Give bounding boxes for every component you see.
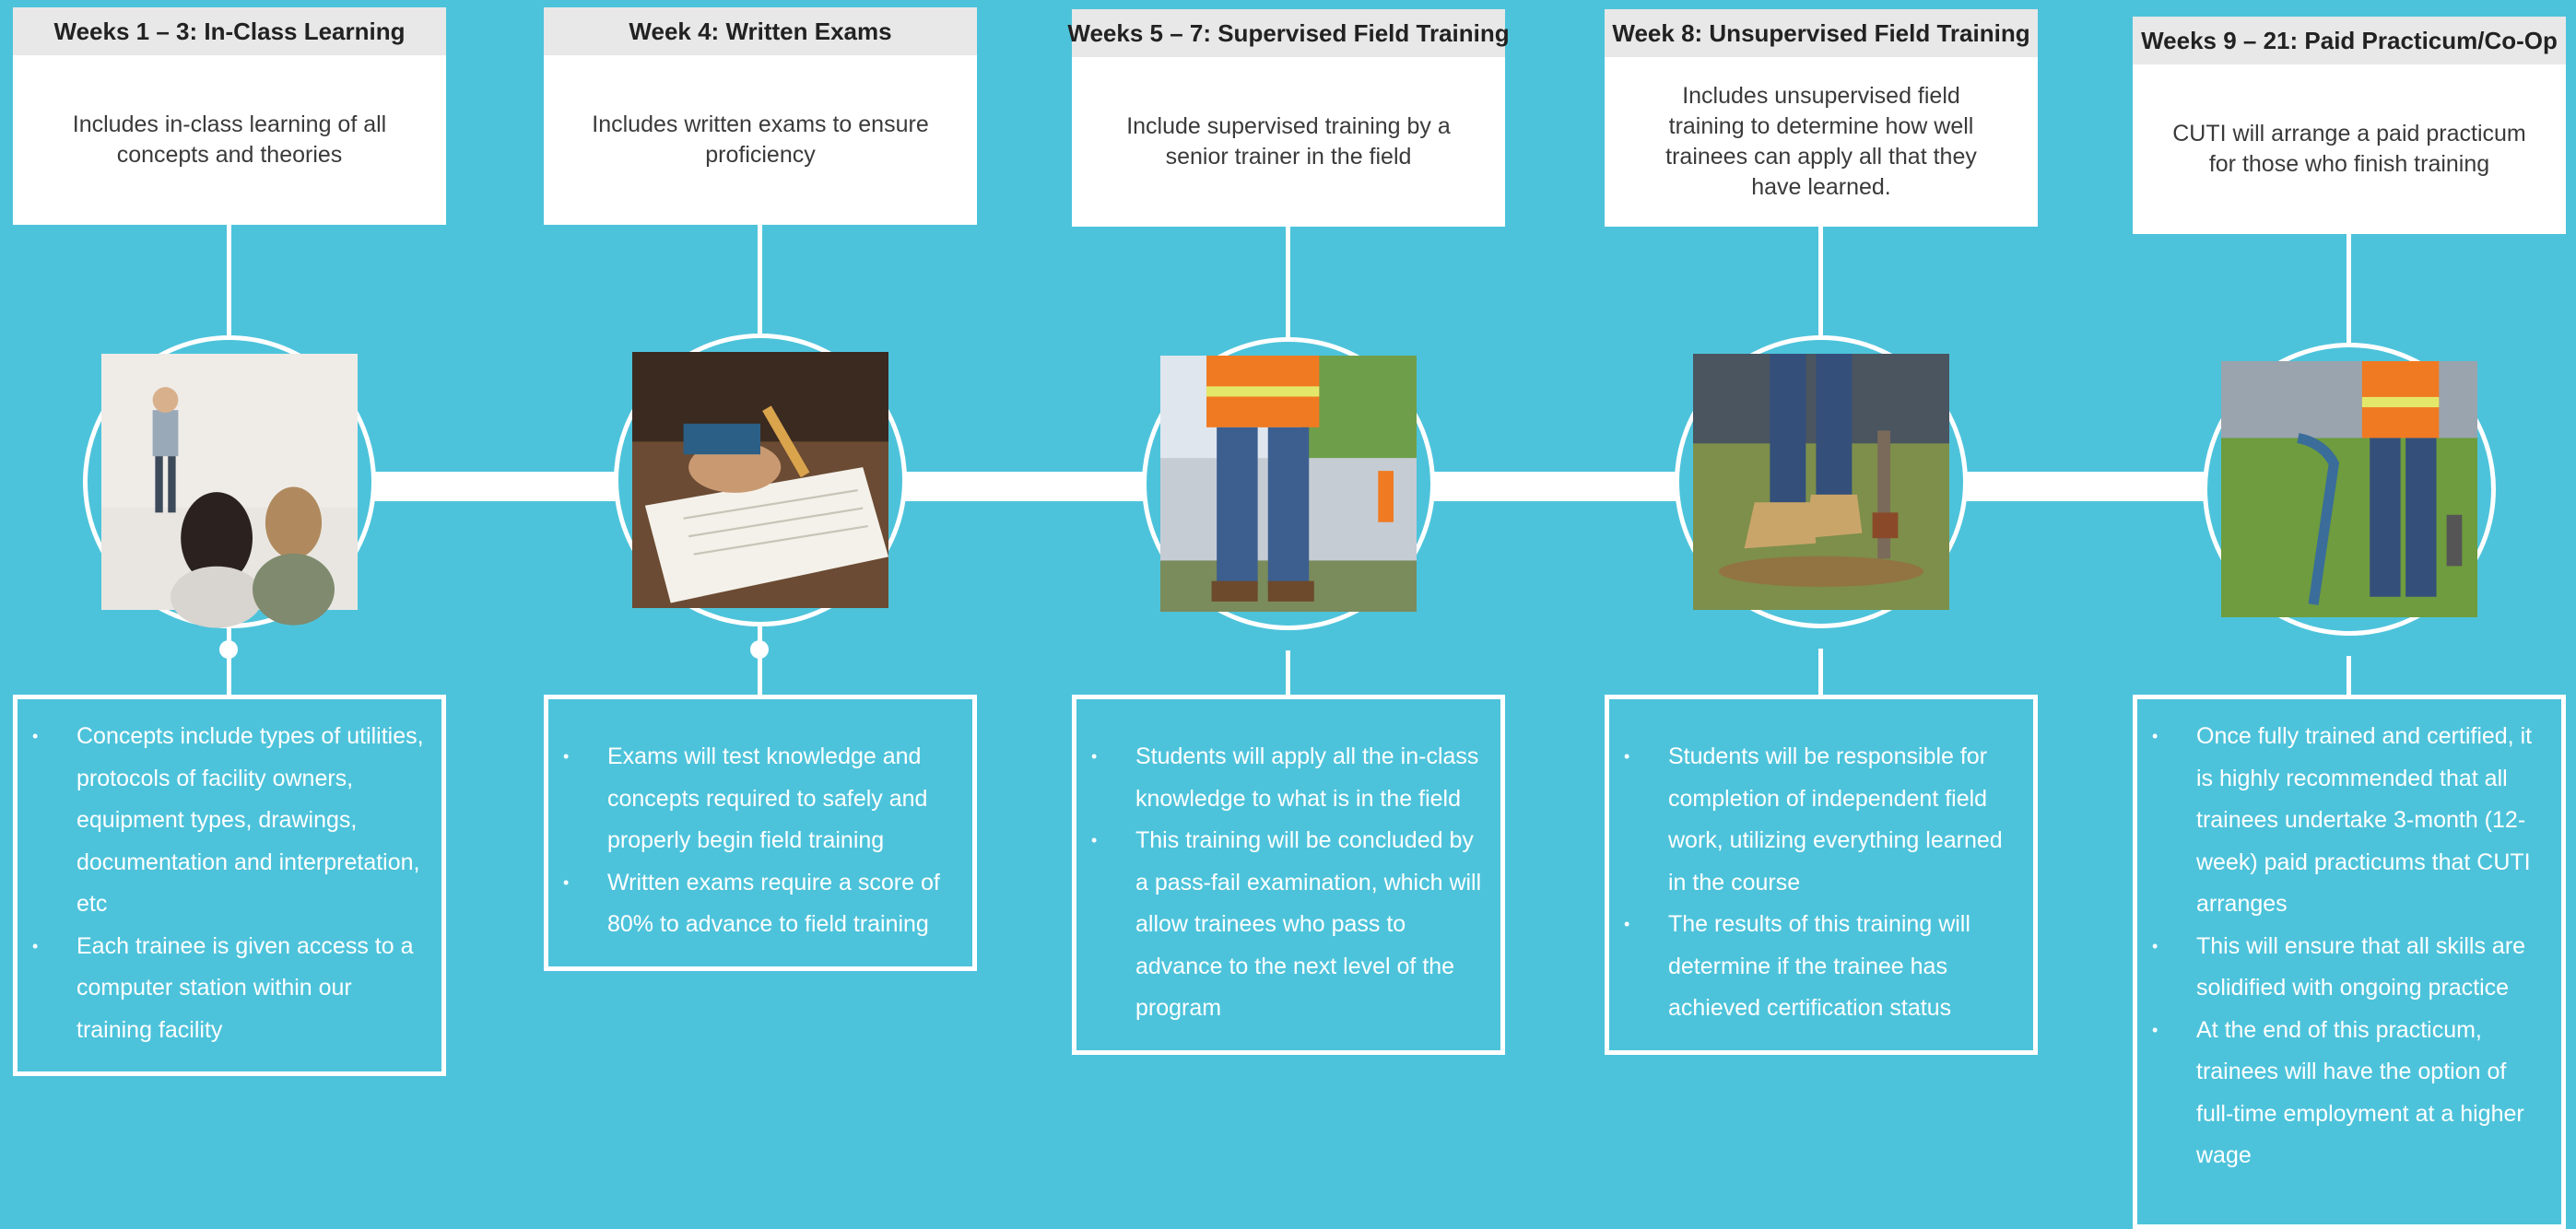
stage-4-card: Week 8: Unsupervised Field Training Incl… <box>1605 9 2038 227</box>
unsupervised-field-photo <box>1693 354 1949 610</box>
stage-5-photo-frame <box>2203 343 2496 636</box>
stage-5-bullet: At the end of this practicum, trainees w… <box>2152 1010 2547 1177</box>
stage-2-description: Includes written exams to ensure profici… <box>592 111 929 168</box>
stage-5-connector <box>2347 234 2351 343</box>
stage-5-bullet: Once fully trained and certified, it is … <box>2152 716 2547 926</box>
stage-1-details: Concepts include types of utilities, pro… <box>13 695 446 1076</box>
stage-1-connector-dot <box>219 640 238 659</box>
stage-3-bullet: This training will be concluded by a pas… <box>1091 820 1486 1030</box>
stage-3: Weeks 5 – 7: Supervised Field Training I… <box>1067 0 1510 1222</box>
stage-2-photo-frame <box>614 334 907 626</box>
stage-1-lower-connector <box>227 628 231 695</box>
stage-4-bullet: Students will be responsible for complet… <box>1624 736 2018 904</box>
stage-2-card: Week 4: Written Exams Includes written e… <box>544 7 977 225</box>
stage-4: Week 8: Unsupervised Field Training Incl… <box>1605 0 2038 1222</box>
stage-1-description: Includes in-class learning of all concep… <box>72 111 387 168</box>
stage-2: Week 4: Written Exams Includes written e… <box>544 0 977 1222</box>
stage-1-photo-frame <box>83 335 376 628</box>
stage-3-bullet: Students will apply all the in-class kno… <box>1091 736 1486 820</box>
stage-5-card: Weeks 9 – 21: Paid Practicum/Co-Op CUTI … <box>2133 17 2566 234</box>
stage-2-connector <box>758 225 762 334</box>
stage-4-title: Week 8: Unsupervised Field Training <box>1605 9 2038 57</box>
stage-2-bullet: Written exams require a score of 80% to … <box>563 862 958 946</box>
stage-2-lower-connector <box>758 626 762 695</box>
stage-5-title: Weeks 9 – 21: Paid Practicum/Co-Op <box>2133 17 2566 64</box>
stage-3-details: Students will apply all the in-class kno… <box>1072 695 1505 1055</box>
stage-3-connector <box>1286 227 1290 337</box>
stage-1-card: Weeks 1 – 3: In-Class Learning Includes … <box>13 7 446 225</box>
stage-1-connector <box>227 225 231 335</box>
paid-practicum-photo <box>2221 361 2477 617</box>
stage-2-connector-dot <box>750 640 769 659</box>
stage-4-connector <box>1818 227 1823 335</box>
supervised-field-photo <box>1160 356 1417 612</box>
stage-1-bullet: Concepts include types of utilities, pro… <box>32 716 427 926</box>
stage-4-photo-frame <box>1675 335 1968 628</box>
stage-1: Weeks 1 – 3: In-Class Learning Includes … <box>13 0 446 1222</box>
exam-writing-photo <box>632 352 888 608</box>
stage-2-title: Week 4: Written Exams <box>544 7 977 55</box>
stage-3-lower-connector <box>1286 650 1290 695</box>
stage-4-bullet: The results of this training will determ… <box>1624 904 2018 1030</box>
stage-3-title: Weeks 5 – 7: Supervised Field Training <box>1067 9 1510 57</box>
stage-3-description: Include supervised training by a senior … <box>1126 113 1451 170</box>
stage-1-title: Weeks 1 – 3: In-Class Learning <box>13 7 446 55</box>
stage-2-bullet: Exams will test knowledge and concepts r… <box>563 736 958 862</box>
stage-2-details: Exams will test knowledge and concepts r… <box>544 695 977 971</box>
stage-5-bullet: This will ensure that all skills are sol… <box>2152 926 2547 1010</box>
classroom-photo <box>101 354 358 628</box>
stage-5-description: CUTI will arrange a paid practicum for t… <box>2172 121 2526 177</box>
stage-3-photo-frame <box>1142 337 1435 630</box>
stage-1-bullet: Each trainee is given access to a comput… <box>32 926 427 1052</box>
stage-4-description: Includes unsupervised field training to … <box>1665 83 1977 200</box>
stage-5-details: Once fully trained and certified, it is … <box>2133 695 2566 1229</box>
stage-3-card: Weeks 5 – 7: Supervised Field Training I… <box>1067 9 1510 227</box>
stage-5: Weeks 9 – 21: Paid Practicum/Co-Op CUTI … <box>2133 0 2566 1229</box>
stage-4-details: Students will be responsible for complet… <box>1605 695 2038 1055</box>
stage-5-lower-connector <box>2347 656 2351 695</box>
stage-4-lower-connector <box>1818 649 1823 695</box>
